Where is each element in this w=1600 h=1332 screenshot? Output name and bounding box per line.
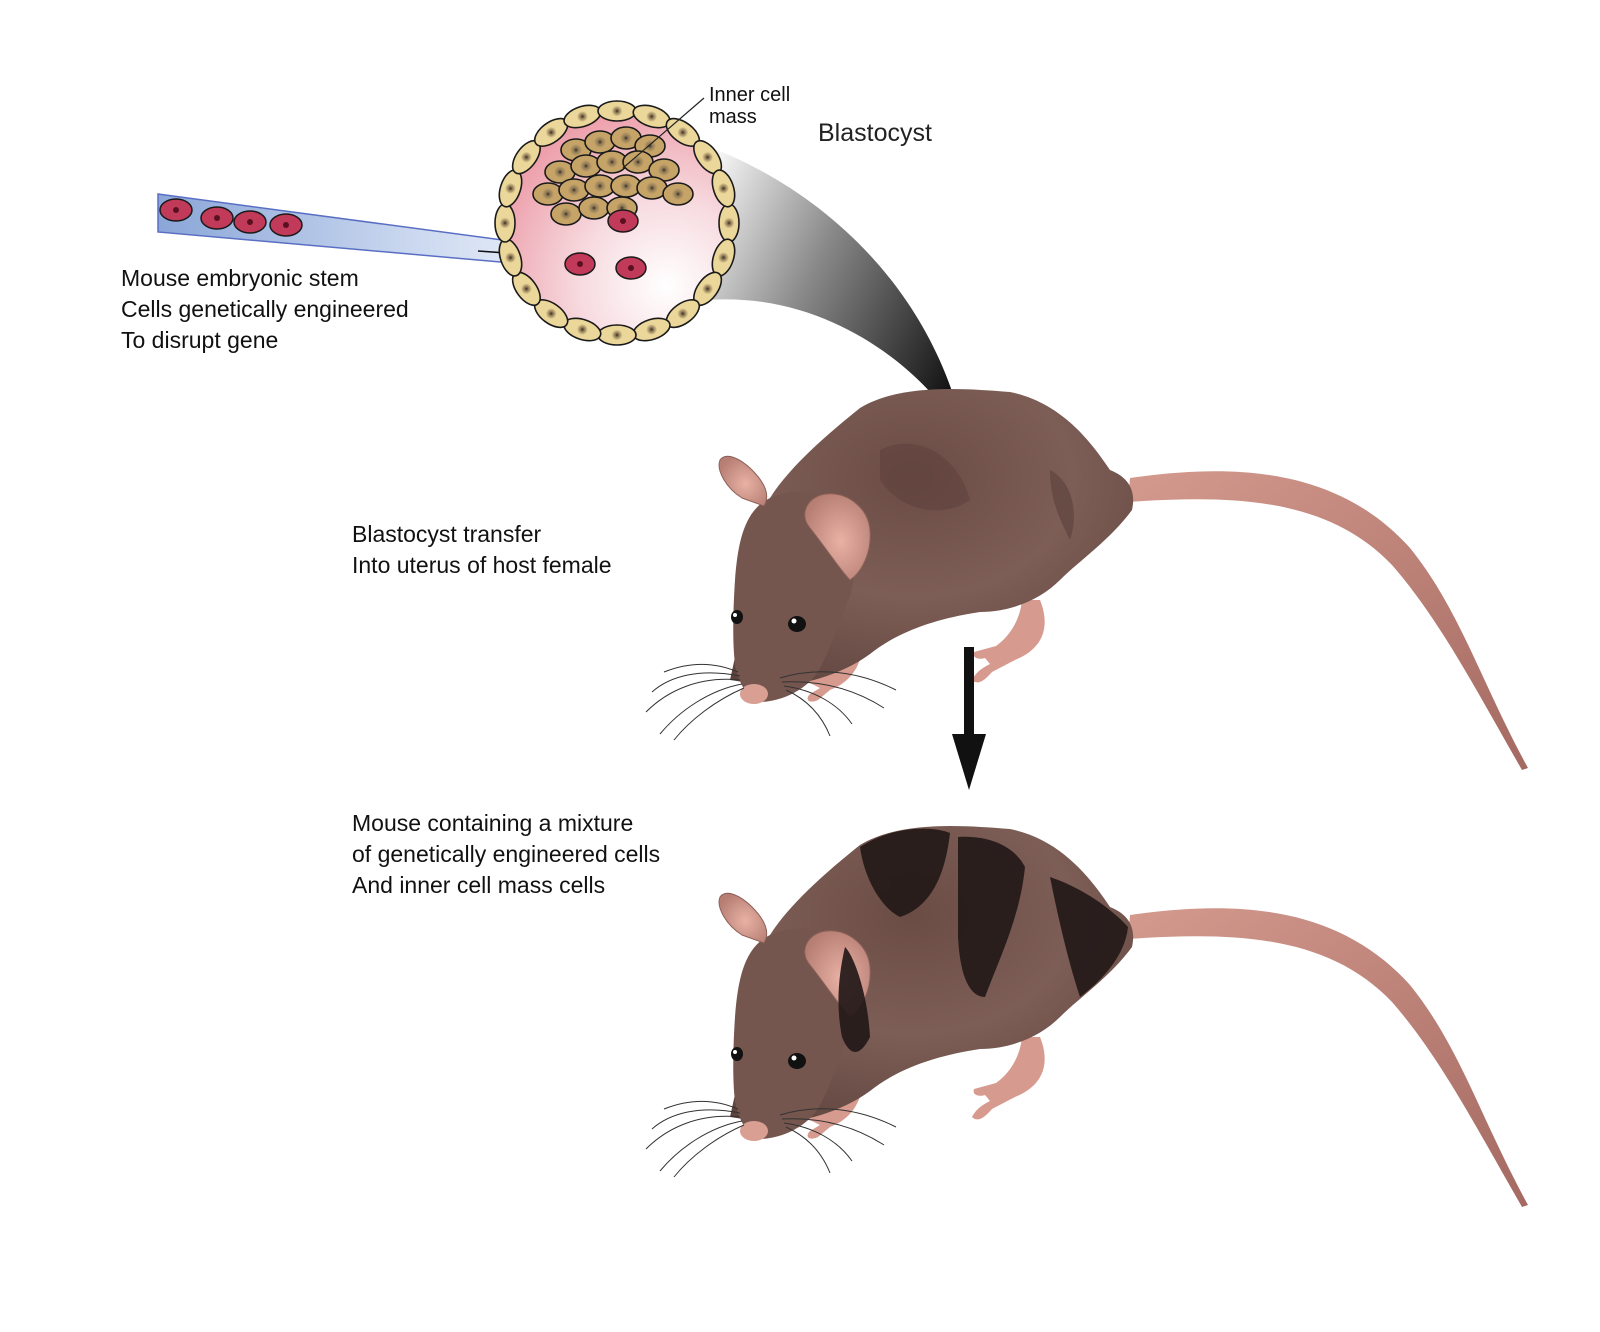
blastocyst-cell [632,104,671,129]
inner-cell-mass-label: Inner cell mass [709,84,790,128]
blastocyst-cell [596,150,628,174]
chimera-label-line: of genetically engineered cells [352,841,661,867]
inner-cell-mass-label-line: Inner cell [709,84,791,106]
blastocyst-cell [711,238,736,277]
icm-leader-line [622,97,705,169]
blastocyst-cell [718,203,740,243]
blastocyst-cell [597,324,637,346]
blastocyst-cell [693,139,723,175]
es-cell [233,210,267,234]
blastocyst-cell [584,130,616,154]
blastocyst-cell [632,317,671,342]
blastocyst-cell [533,299,569,329]
chimera-label: Mouse containing a mixture of geneticall… [352,808,660,901]
transfer-label-line: Blastocyst transfer [352,521,542,547]
blastocyst-cell [584,174,616,198]
es-cells-label: Mouse embryonic stem Cells genetically e… [121,263,409,356]
blastocyst-cell [570,154,602,178]
blastocyst-cell [597,100,637,122]
chimeric-mouse-icon [645,825,1529,1208]
chimera-label-line: And inner cell mass cells [352,872,606,898]
es-cell [159,198,193,222]
blastocyst-cell [511,139,541,175]
es-cell [269,213,303,237]
injected-es-cells [564,209,647,280]
blastocyst-label: Blastocyst [818,119,932,147]
host-mouse-icon [645,388,1529,771]
blastocyst-cell [693,271,723,307]
blastocyst-cell [622,150,654,174]
es-cell [200,206,234,230]
blastocyst-cell [563,104,602,129]
blastocyst-cell [636,176,668,200]
blastocyst-cell [498,238,523,277]
es-cells-label-line: Cells genetically engineered [121,296,409,322]
inner-cell-mass [532,126,694,226]
blastocyst-cell [532,182,564,206]
es-cells-label-line: Mouse embryonic stem [121,265,359,291]
blastocyst-cell [711,169,736,208]
blastocyst-cell [563,317,602,342]
transfer-arrow-icon [708,148,975,478]
chimera-label-line: Mouse containing a mixture [352,810,634,836]
inner-cell-mass-label-line: mass [709,106,757,128]
blastocyst-cell [662,182,694,206]
arrow-icon [952,647,986,790]
blastocyst-cell [511,271,541,307]
trophoblast-layer [494,100,740,346]
transfer-label: Blastocyst transfer Into uterus of host … [352,519,612,581]
blastocyst-cell [494,203,516,243]
blastocyst-cell [550,202,582,226]
es-cells [159,198,303,237]
blastocyst-cell [558,178,590,202]
transfer-label-line: Into uterus of host female [352,552,612,578]
es-cells-label-line: To disrupt gene [121,327,279,353]
blastocyst-cell [578,196,610,220]
blastocyst-icon [494,97,740,346]
blastocyst-cell [610,126,642,150]
